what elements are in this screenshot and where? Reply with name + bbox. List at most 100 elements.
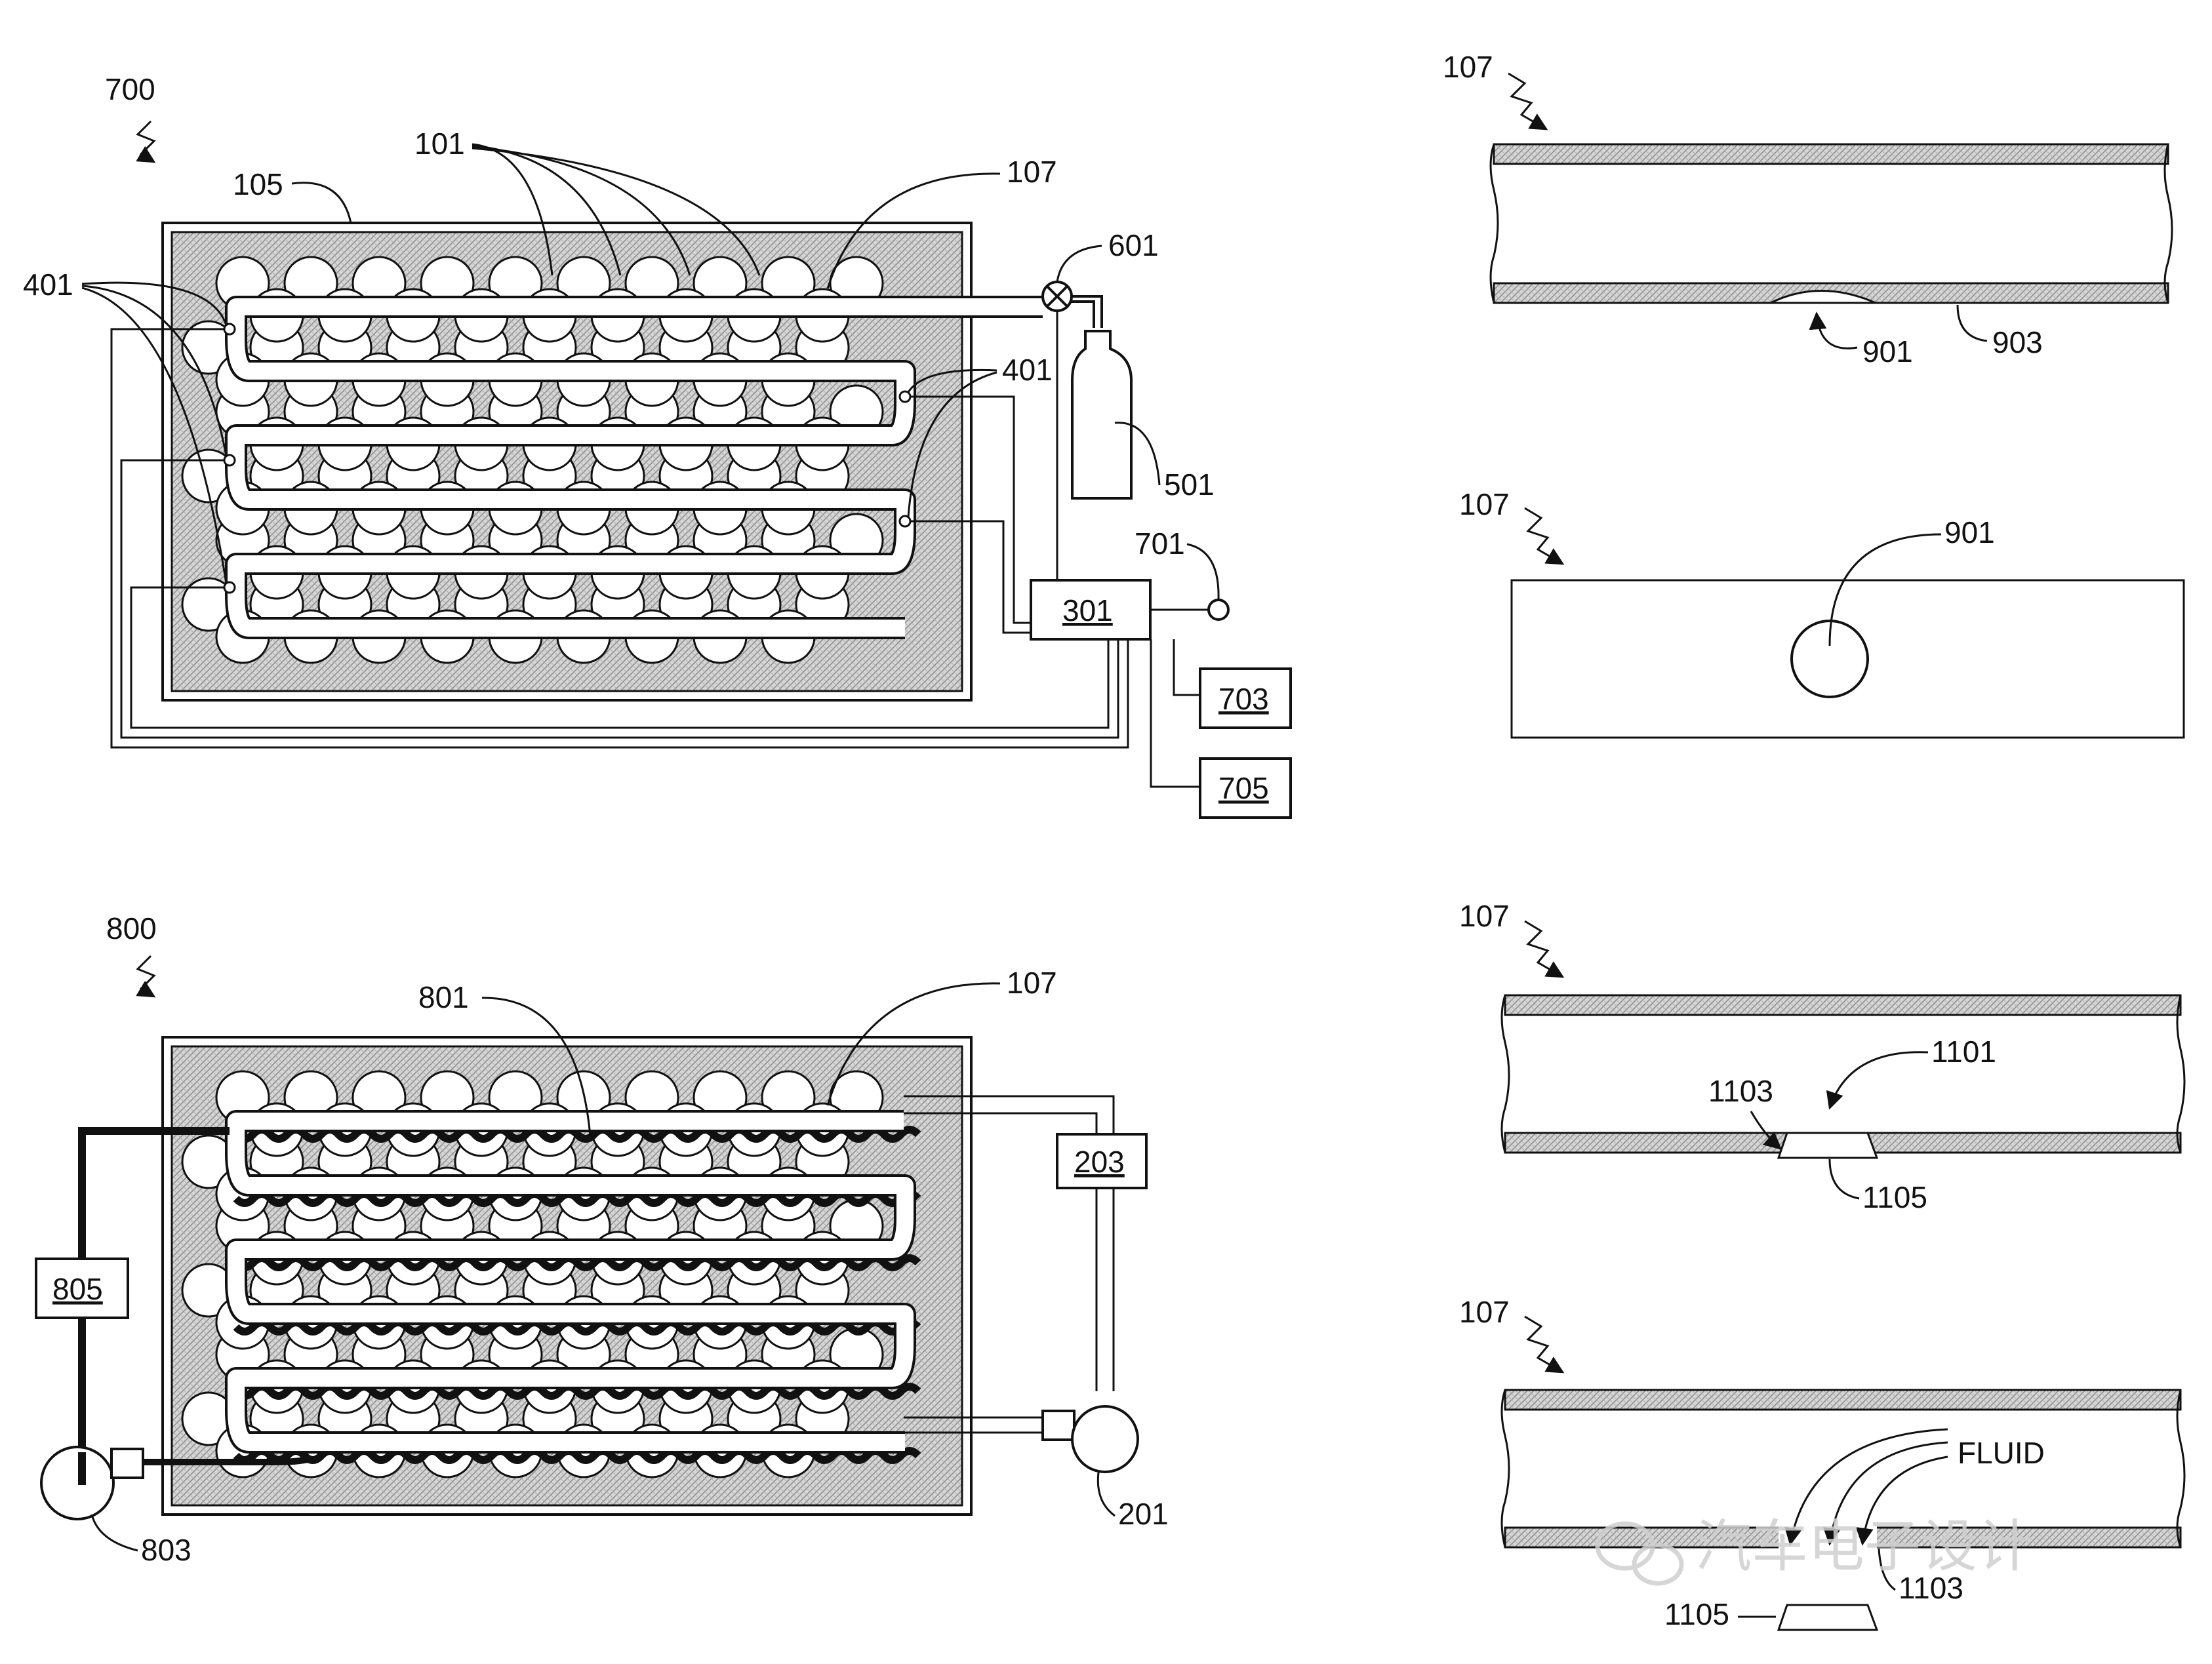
label-107-11a: 107 (1459, 899, 1510, 933)
tube-break-right-9a (2163, 144, 2173, 304)
label-107-800: 107 (1007, 966, 1057, 1000)
tube-break-left-11b (1500, 1389, 1510, 1548)
tube-wall-top-9a (1493, 143, 2169, 165)
box-203 (1056, 1133, 1148, 1189)
label-901-9b: 901 (1944, 515, 1995, 549)
leader-601 (1056, 245, 1102, 283)
label-107: 107 (1007, 155, 1057, 189)
leader-1103-11a (1750, 1111, 1782, 1150)
bottle-icon (1071, 330, 1133, 500)
watermark-text: 汽车电子设计 (1695, 1515, 2034, 1578)
figure-700: 700 301 (23, 72, 1292, 819)
tube-break-left-9a (1489, 144, 1499, 304)
label-201: 201 (1118, 1497, 1169, 1531)
sensor-dots (223, 323, 912, 594)
box-705-label: 705 (1218, 771, 1269, 805)
tube-wall-top-11b (1504, 1389, 2182, 1411)
leader-903 (1956, 304, 1988, 342)
tube-break-right-11a (2176, 995, 2186, 1153)
return-line-outer (904, 1095, 1115, 1391)
ref-arrow-9a (1508, 72, 1548, 130)
label-1105-11b: 1105 (1664, 1597, 1729, 1631)
leader-1105-11a (1828, 1159, 1860, 1200)
box-805 (35, 1258, 129, 1319)
label-105: 105 (233, 167, 283, 201)
leader-901-9b (1828, 533, 1942, 646)
fluid-arrows (1784, 1428, 1948, 1546)
dent-9a (1770, 290, 1876, 304)
leader-901-9a (1809, 311, 1858, 349)
figure-ref-700: 700 (105, 72, 155, 106)
leader-701 (1186, 543, 1220, 600)
label-107-9b: 107 (1459, 487, 1510, 521)
watermark: 汽车电子设计 (1595, 1515, 2034, 1586)
pump-201-outlet (1041, 1410, 1076, 1441)
figure-11a: 107 1101 1103 1105 (1459, 899, 2186, 1214)
return-line-inner (904, 1112, 1098, 1391)
label-1105-11a: 1105 (1862, 1180, 1927, 1214)
leaders-401-right (907, 368, 997, 517)
pump-201-icon (1071, 1405, 1139, 1473)
leader-501 (1114, 422, 1161, 486)
label-107-9a: 107 (1443, 50, 1493, 84)
tube-break-left-11a (1500, 995, 1510, 1153)
leader-105 (291, 182, 352, 224)
leader-801 (481, 997, 592, 1136)
figure-9a: 107 901 903 (1443, 50, 2173, 368)
leaders-401-left (81, 281, 228, 584)
tube-body (228, 298, 1043, 637)
label-901-9a: 901 (1862, 334, 1913, 368)
plug-11a (1777, 1132, 1879, 1159)
label-701: 701 (1135, 526, 1185, 561)
leader-107 (826, 172, 1001, 289)
cooling-tube-800 (225, 1110, 916, 1454)
box-705 (1199, 757, 1292, 819)
box-203-label: 203 (1074, 1145, 1125, 1179)
ref-arrow-11a (1524, 920, 1565, 978)
figure-11b: 107 FLUID 1103 1105 (1459, 1295, 2186, 1631)
label-1101: 1101 (1931, 1035, 1996, 1069)
sensor-wiring (110, 328, 1200, 788)
figure-800: 800 203 805 801 107 201 803 (35, 911, 1169, 1567)
valve-icon (1041, 281, 1073, 312)
leaders-101 (472, 143, 761, 276)
leader-201 (1096, 1472, 1116, 1517)
ref-arrow-11b (1524, 1315, 1565, 1374)
indicator-icon (1207, 599, 1230, 621)
label-801: 801 (418, 980, 469, 1014)
leader-1103-11b (1878, 1548, 1896, 1591)
label-601: 601 (1108, 228, 1159, 262)
controller-label: 301 (1062, 593, 1113, 627)
leader-803 (90, 1514, 138, 1552)
valve-to-bottle-line (1072, 295, 1103, 328)
dent-9b (1790, 620, 1869, 698)
plug-11b (1777, 1604, 1879, 1631)
label-803: 803 (141, 1533, 191, 1567)
wechat-icon (1595, 1521, 1684, 1586)
valve-to-bottle-line-inner (1072, 300, 1095, 328)
box-805-label: 805 (52, 1272, 103, 1306)
label-1103-11a: 1103 (1708, 1074, 1773, 1108)
leader-107-800 (826, 982, 1001, 1106)
pump-803-outlet-line (144, 1456, 309, 1465)
pump-803-icon (40, 1446, 115, 1520)
label-501: 501 (1164, 467, 1215, 502)
tube-wall-top-11a (1504, 994, 2182, 1016)
figure-ref-700-arrow (136, 120, 156, 163)
leader-1101 (1826, 1051, 1929, 1110)
ref-arrow-9b (1524, 507, 1565, 565)
label-401-left: 401 (23, 267, 73, 302)
figure-ref-800-arrow (136, 955, 156, 998)
label-401-right: 401 (1002, 353, 1053, 387)
label-1103-11b: 1103 (1899, 1571, 1963, 1605)
pump-201-feed (904, 1416, 1043, 1434)
label-101: 101 (414, 127, 465, 161)
label-903: 903 (1992, 325, 2043, 359)
figure-9b: 107 901 (1459, 487, 2185, 739)
box-703 (1199, 667, 1292, 729)
figure-ref-800: 800 (106, 911, 157, 945)
label-107-11b: 107 (1459, 1295, 1510, 1329)
label-fluid: FLUID (1958, 1436, 2045, 1470)
tube-body (228, 1113, 914, 1451)
